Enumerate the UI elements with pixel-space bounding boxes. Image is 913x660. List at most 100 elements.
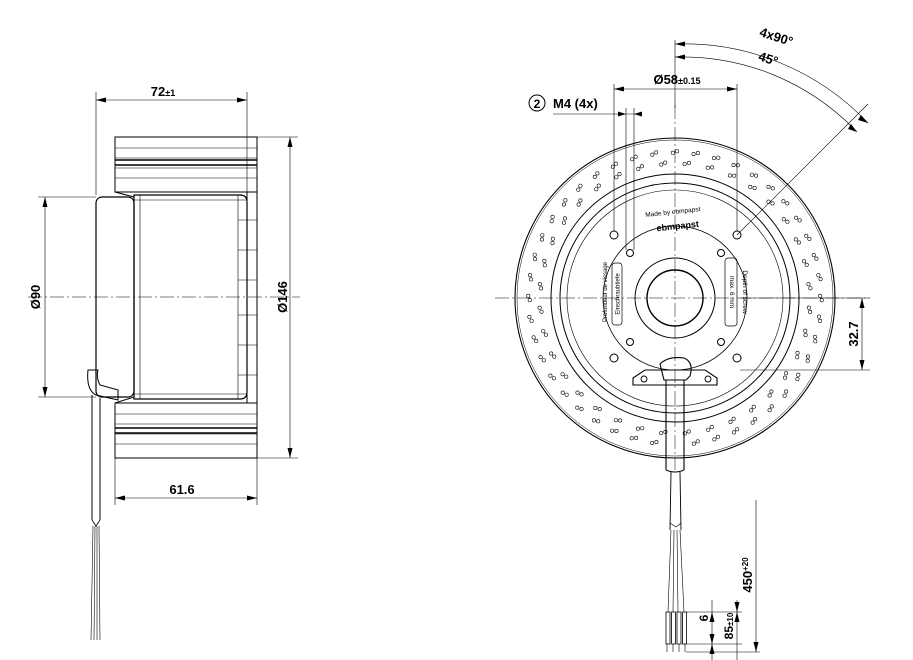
blade-hole-icon [629,436,634,441]
blade-hole-icon [782,393,787,398]
blade-hole-icon [659,162,664,167]
impeller-top-fins [114,136,258,193]
blade-hole-icon [640,426,645,431]
blade-hole-icon [576,187,581,192]
callout-number: 2 [534,97,541,111]
blade-hole-icon [636,166,641,171]
blade-hole-icon [613,161,618,166]
blade-hole-icon [592,174,597,179]
svg-text:max. 6 mm: max. 6 mm [728,276,735,308]
blade-hole-icon [716,155,721,160]
svg-text:Depth of screw: Depth of screw [741,270,748,314]
blade-hole-icon [538,355,543,360]
blade-hole-icon [596,419,601,424]
blade-hole-icon [686,160,691,165]
blade-hole-icon [539,309,544,314]
blade-hole-icon [633,154,638,159]
blade-hole-icon [610,164,615,169]
blade-hole-icon [808,309,813,314]
blade-hole-icon [542,258,547,263]
blade-hole-icon [753,417,758,422]
blade-hole-icon [796,240,801,245]
blade-hole-icon [795,355,800,360]
motor-body [95,191,258,404]
blade-hole-icon [543,332,548,337]
dim-61-6: 61.6 [114,458,258,505]
blade-hole-icon [767,408,772,413]
blade-hole-icon [797,218,802,223]
blade-hole-icon [804,233,809,238]
left-labels: Einschraubtiefe Profondeur de vissage [603,261,623,326]
blade-hole-icon [806,305,811,310]
dim-angle-total-label: 4x90° [758,24,795,49]
blade-hole-icon [541,329,546,334]
blade-hole-icon [670,150,675,155]
blade-hole-icon [527,298,532,303]
blade-hole-icon [539,237,544,242]
blade-hole-icon [654,439,659,444]
blade-hole-icon [562,216,567,221]
blade-hole-icon [731,163,736,168]
blade-hole-icon [579,392,584,397]
blade-hole-icon [563,198,568,203]
blade-hole-icon [578,198,583,203]
blade-hole-icon [769,389,774,394]
blade-hole-icon [613,418,618,423]
blade-hole-icon [816,314,821,319]
mount-hole-icon [609,353,619,363]
impeller-blade-holes [526,149,824,446]
svg-text:Profondeur de vissage: Profondeur de vissage [603,261,609,322]
blade-hole-icon [595,171,600,176]
mount-hole-icon [626,249,634,257]
side-view: 72±1 Ø90 Ø146 61.6 [28,84,300,641]
blade-hole-icon [618,418,623,423]
blade-hole-icon [781,199,786,204]
blade-hole-icon [675,149,680,154]
blade-hole-icon [735,427,740,432]
made-by-label: Made by ebmpapst [645,206,701,219]
front-view: Made by ebmpapst ebmpapst Einschraubtief… [495,24,870,660]
mount-hole-icon [717,249,725,257]
blade-hole-icon [795,377,800,382]
blade-hole-icon [785,201,790,206]
dim-angles: 4x90° 45° [674,24,869,236]
blade-hole-icon [793,237,798,242]
blade-hole-icon [732,430,737,435]
blade-hole-icon [682,162,687,167]
dim-32-7-label: 32.7 [846,321,861,346]
rotor-shaft-ring [646,269,704,327]
blade-hole-icon [593,405,598,410]
blade-hole-icon [705,165,710,170]
blade-hole-icon [564,374,569,379]
blade-hole-icon [803,328,808,333]
blade-hole-icon [550,236,555,241]
blade-hole-icon [709,425,714,430]
blade-hole-icon [770,186,775,191]
mount-hole-icon [717,338,725,346]
blade-hole-icon [650,440,655,445]
blade-hole-icon [682,431,687,436]
mount-hole-icon [626,338,634,346]
blade-hole-icon [527,273,532,278]
callout-m4: 2 M4 (4x) [528,94,642,250]
blade-hole-icon [549,219,554,224]
blade-hole-icon [561,202,566,207]
blade-hole-icon [594,187,599,192]
dim-90-label: Ø90 [28,285,43,310]
blade-hole-icon [579,407,584,412]
blade-hole-icon [766,199,771,204]
blade-hole-icon [728,419,733,424]
blade-hole-icon [785,219,790,224]
dim-85-label: 85±10 [722,612,736,639]
mount-hole-icon [609,230,619,240]
blade-hole-icon [818,277,823,282]
blade-hole-icon [769,404,774,409]
blade-hole-icon [533,257,538,262]
blade-hole-icon [654,150,659,155]
blade-hole-icon [541,358,546,363]
blade-hole-icon [560,372,565,377]
blade-hole-icon [691,152,696,157]
blade-hole-icon [819,298,824,303]
blade-hole-icon [795,350,800,355]
blade-hole-icon [614,428,619,433]
